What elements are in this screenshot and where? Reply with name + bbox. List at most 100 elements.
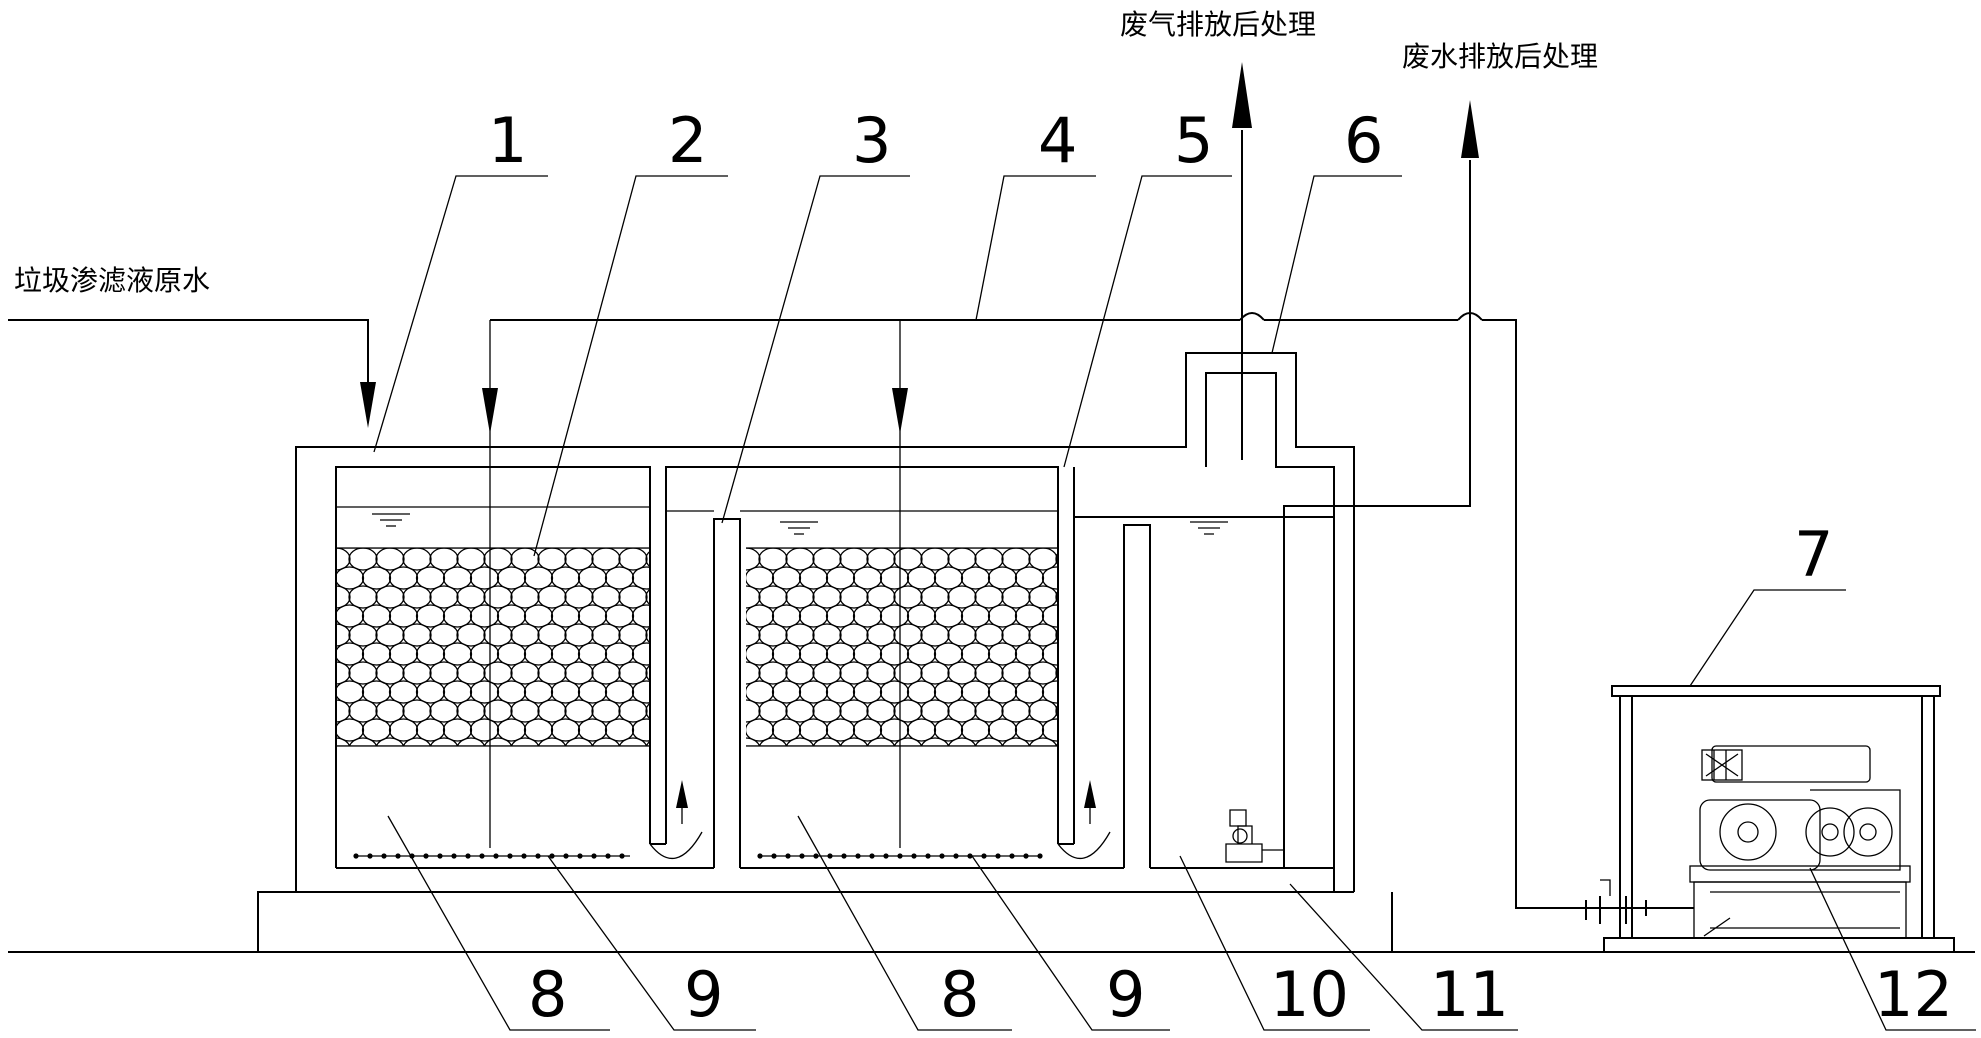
filler-oval [415, 642, 446, 666]
filler-oval [348, 548, 378, 571]
filler-oval [591, 661, 621, 685]
filler-oval [577, 604, 608, 628]
air-pipe [356, 312, 1586, 909]
filler-oval [631, 566, 650, 590]
filler-oval [496, 680, 527, 704]
filler-oval [645, 550, 650, 568]
aerator-dot [799, 853, 805, 859]
aerator-dot [981, 853, 987, 859]
filler-oval [591, 548, 621, 571]
filler-oval [483, 699, 513, 723]
filler-oval [388, 680, 419, 704]
aerator-dot [465, 853, 471, 859]
filler-oval [1014, 680, 1045, 704]
aerator-dot [521, 853, 527, 859]
filler-oval [442, 604, 473, 628]
filler-oval [1041, 680, 1058, 704]
callout-11: 11 [1430, 958, 1509, 1031]
aerator-dot [577, 853, 583, 859]
blower-unit [1585, 745, 1911, 939]
filler-oval [746, 566, 775, 590]
filler-oval [785, 737, 815, 746]
aerator-dot [549, 853, 555, 859]
filler-oval [456, 699, 486, 723]
filler-oval [960, 604, 991, 628]
filler-oval [510, 548, 540, 571]
callout-2: 2 [668, 104, 707, 177]
filler-oval [564, 548, 594, 571]
waste-water-label: 废水排放后处理 [1402, 40, 1598, 73]
filler-oval [577, 680, 608, 704]
filler-oval [1028, 661, 1058, 685]
filler-oval [879, 566, 910, 590]
filler-oval [839, 548, 869, 571]
filler-oval [746, 623, 761, 647]
aerator-dot [967, 853, 973, 859]
filler-oval [336, 585, 351, 609]
filler-oval [510, 737, 540, 746]
filler-oval [348, 699, 378, 723]
filler-oval [906, 680, 937, 704]
filler-oval [1055, 666, 1058, 680]
filler-oval [402, 548, 432, 571]
callout-8b: 8 [940, 958, 979, 1031]
filler-oval [825, 566, 856, 590]
filler-oval [456, 737, 486, 746]
aerator-dot [785, 853, 791, 859]
aerator-dot [1037, 853, 1043, 859]
filler-oval [746, 604, 775, 628]
aerator-dot [925, 853, 931, 859]
aerator-dot [479, 853, 485, 859]
filler-oval [469, 718, 500, 742]
aerator-dot [827, 853, 833, 859]
filler-oval [604, 604, 635, 628]
filler-oval [591, 623, 621, 647]
filler-oval [852, 604, 883, 628]
filler-oval [361, 604, 392, 628]
filler-oval [415, 566, 446, 590]
filler-oval [866, 737, 896, 746]
filler-oval [825, 718, 856, 742]
filler-oval [483, 623, 513, 647]
filler-oval [388, 718, 419, 742]
filler-oval [550, 604, 581, 628]
filler-oval [812, 737, 842, 746]
filler-oval [879, 718, 910, 742]
filler-oval [987, 718, 1018, 742]
filler-oval [771, 718, 802, 742]
aerator-dot [939, 853, 945, 859]
filler-oval [336, 604, 365, 628]
filler-oval [618, 699, 648, 723]
filler-oval [1001, 548, 1031, 571]
aerator-dot [813, 853, 819, 859]
filler-oval [469, 680, 500, 704]
filler-oval [604, 566, 635, 590]
filler-oval [469, 642, 500, 666]
filler-oval [771, 680, 802, 704]
filler-oval [812, 548, 842, 571]
filler-oval [933, 604, 964, 628]
filler-oval [1041, 604, 1058, 628]
filler-oval [483, 548, 513, 571]
filler-oval [839, 623, 869, 647]
filler-oval [496, 566, 527, 590]
filler-oval [645, 664, 650, 682]
filler-oval [893, 699, 923, 723]
filler-oval [483, 585, 513, 609]
exhaust-gas-pipe [1232, 62, 1252, 460]
filler-oval [920, 737, 950, 746]
filler-oval [510, 661, 540, 685]
filler-oval [974, 737, 1004, 746]
filler-oval [415, 680, 446, 704]
filler-oval [375, 737, 405, 746]
filler-oval [591, 699, 621, 723]
filler-oval [785, 548, 815, 571]
aerator-dot [911, 853, 917, 859]
filler-oval [1028, 623, 1058, 647]
aerator-dot [619, 853, 625, 859]
aerator-dot [381, 853, 387, 859]
filler-oval [746, 661, 761, 685]
filler-oval [906, 566, 937, 590]
filler-oval [852, 680, 883, 704]
raw-water-label: 垃圾渗滤液原水 [14, 264, 210, 297]
